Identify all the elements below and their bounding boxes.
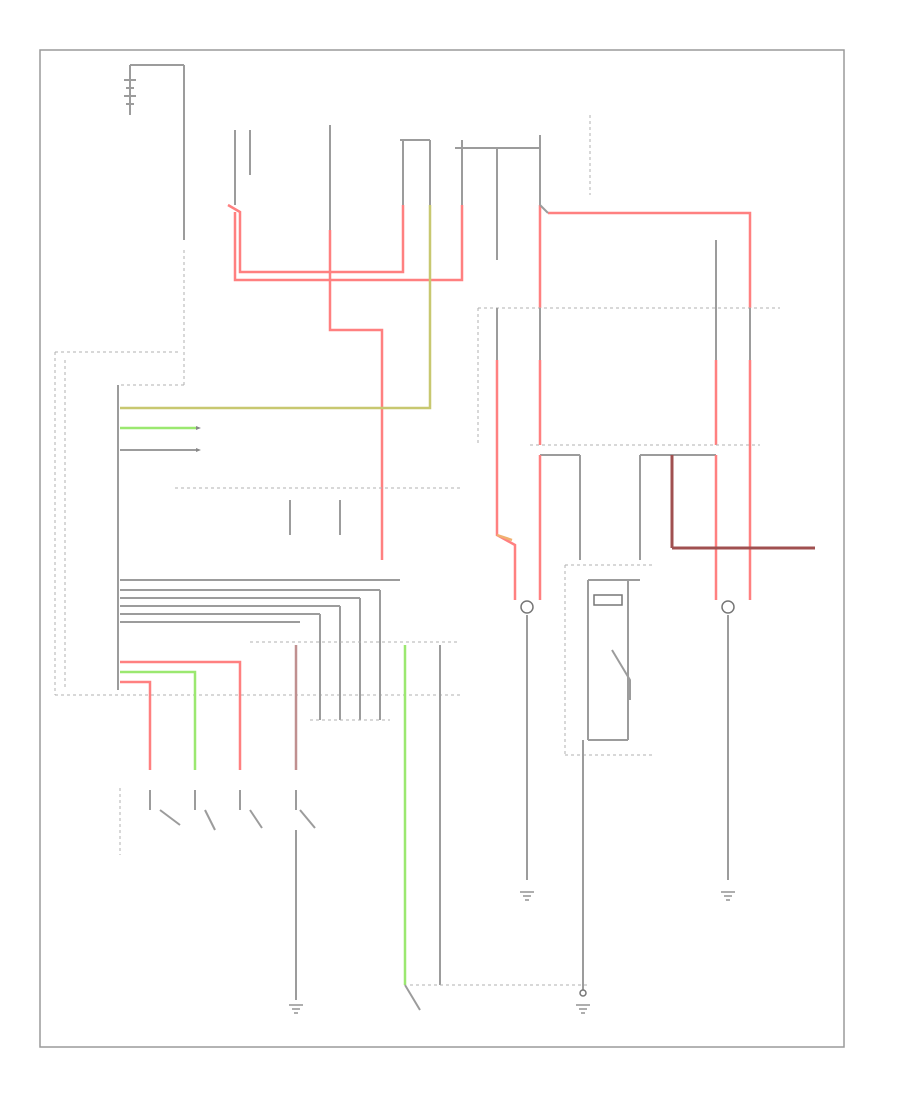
power-bus-right [538, 204, 752, 308]
relay-block [530, 444, 815, 600]
diagram-frame [39, 49, 845, 1048]
battery-symbol [124, 64, 185, 240]
engine-room-junction-block [477, 307, 780, 445]
ecu-signal-bus [120, 579, 460, 721]
fuse-group-top [234, 125, 541, 260]
bottom-switch [404, 984, 590, 1011]
power-bus-left [120, 203, 464, 560]
headlight-left [520, 600, 534, 760]
meter-fuse-group [289, 500, 341, 535]
combination-relay-box [564, 564, 655, 756]
ground-symbol-d [576, 1004, 590, 1014]
ground-symbol-c [289, 1004, 303, 1014]
ground-symbol-b [721, 891, 735, 901]
headlight-right [721, 600, 735, 880]
switch-wires [120, 645, 441, 985]
body-ecu [54, 351, 460, 696]
ground-symbol-a [520, 891, 534, 901]
combination-switch [119, 788, 316, 1000]
